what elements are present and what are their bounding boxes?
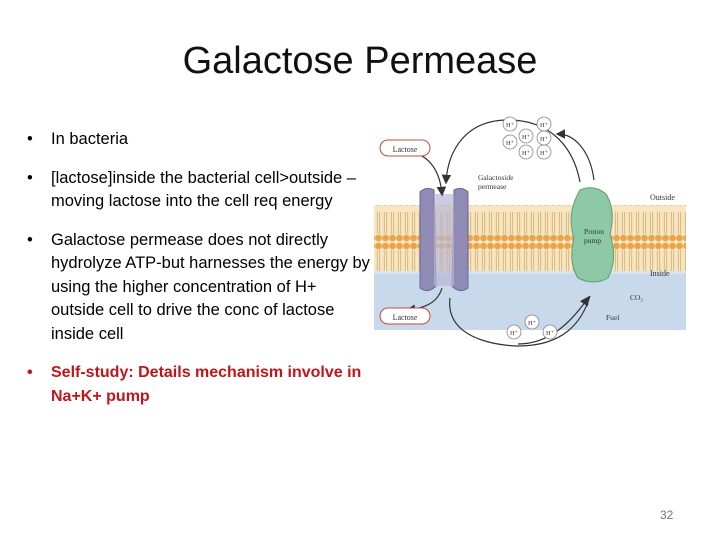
- co2-label: CO₂: [630, 293, 643, 302]
- bullet-marker: •: [27, 364, 33, 381]
- svg-text:H⁺: H⁺: [540, 122, 549, 129]
- h-ion-cluster-inside: H⁺ H⁺ H⁺: [506, 314, 558, 340]
- bullet-marker: •: [27, 230, 33, 249]
- bullet-text: Galactose permease does not directly hyd…: [51, 230, 370, 343]
- fuel-label: Fuel: [606, 313, 619, 322]
- bullet-marker: •: [27, 168, 33, 187]
- galactoside-permease-protein: [419, 187, 469, 292]
- bullet-marker: •: [27, 130, 33, 148]
- svg-text:H⁺: H⁺: [540, 136, 549, 143]
- svg-text:H⁺: H⁺: [540, 150, 549, 157]
- svg-text:H⁺: H⁺: [506, 122, 515, 129]
- bullet-item: • [lactose]inside the bacterial cell>outs…: [24, 167, 370, 214]
- svg-text:H⁺: H⁺: [506, 140, 515, 147]
- svg-text:H⁺: H⁺: [546, 330, 555, 337]
- h-ion-cluster-outside: H⁺ H⁺ H⁺ H⁺ H⁺ H⁺ H⁺: [502, 116, 552, 160]
- slide-title: Galactose Permease: [182, 40, 538, 82]
- bullet-item: • In bacteria: [24, 128, 370, 152]
- bullet-text: Self-study: Details mechanism involve in…: [51, 364, 362, 405]
- lactose-top-label: Lactose: [379, 139, 431, 157]
- bullet-text: In bacteria: [51, 130, 129, 148]
- svg-text:Lactose: Lactose: [393, 313, 418, 322]
- svg-text:H⁺: H⁺: [522, 150, 531, 157]
- inside-label: Inside: [650, 269, 670, 278]
- svg-text:H⁺: H⁺: [522, 134, 531, 141]
- proton-pump-protein: [570, 187, 614, 283]
- bullet-item-highlight: • Self-study: Details mechanism involve i…: [24, 361, 370, 408]
- arrow-path: [449, 295, 591, 347]
- outside-label: Outside: [650, 193, 675, 202]
- bullet-list: • In bacteria • [lactose]inside the bacter…: [24, 128, 370, 423]
- svg-text:H⁺: H⁺: [528, 320, 537, 327]
- bullet-text: [lactose]inside the bacterial cell>outsi…: [51, 168, 356, 211]
- lactose-bottom-label: Lactose: [379, 307, 431, 325]
- arrow-path: [555, 129, 595, 181]
- bullet-item: • Galactose permease does not directly hy…: [24, 229, 370, 347]
- page-number: 32: [660, 508, 674, 522]
- svg-text:H⁺: H⁺: [510, 330, 519, 337]
- svg-text:Lactose: Lactose: [393, 145, 418, 154]
